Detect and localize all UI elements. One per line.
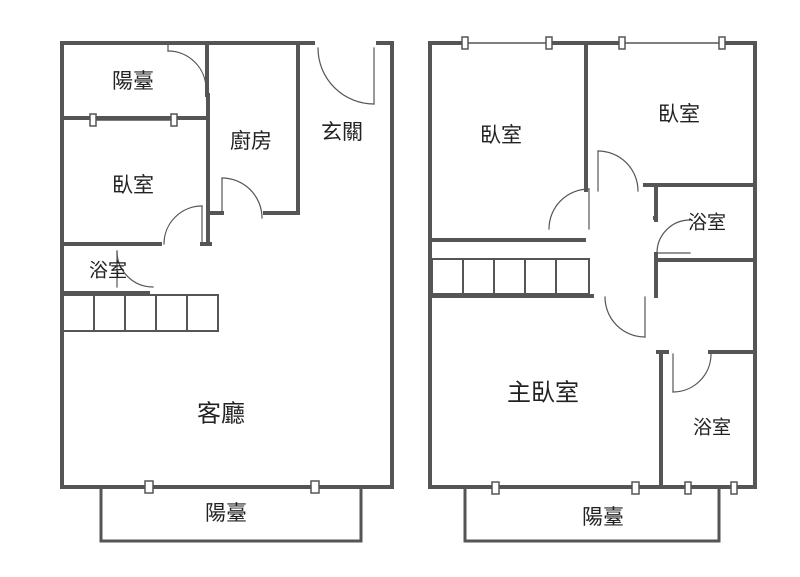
room-label-balcony-top: 陽臺 [112,69,154,93]
room-label-bedroom-2: 臥室 [658,102,700,126]
room-label-entrance: 玄關 [321,120,363,144]
left-doors [116,44,375,288]
right-stairs [431,258,590,295]
room-label-balcony-bottom: 陽臺 [205,501,247,525]
room-label-bathroom: 浴室 [88,259,128,282]
right-interior-walls [428,41,757,489]
room-label-kitchen: 廚房 [230,129,272,153]
room-label-master-bedroom: 主臥室 [507,378,579,407]
left-interior-walls [60,41,300,295]
room-label-bedroom: 臥室 [112,173,154,197]
room-label-living-room: 客廳 [197,399,245,428]
left-windows [89,113,320,494]
left-balcony-outline [99,488,363,543]
room-label-bathroom-2: 浴室 [692,416,732,439]
left-floor [60,41,394,543]
room-label-bedroom-1: 臥室 [480,123,522,147]
left-stairs [62,294,219,332]
room-label-bathroom-1: 浴室 [687,211,727,234]
right-doors [548,150,712,393]
right-floor [428,36,757,543]
room-label-balcony: 陽臺 [582,505,624,529]
right-balcony-outline [463,488,721,543]
right-windows [461,36,738,495]
